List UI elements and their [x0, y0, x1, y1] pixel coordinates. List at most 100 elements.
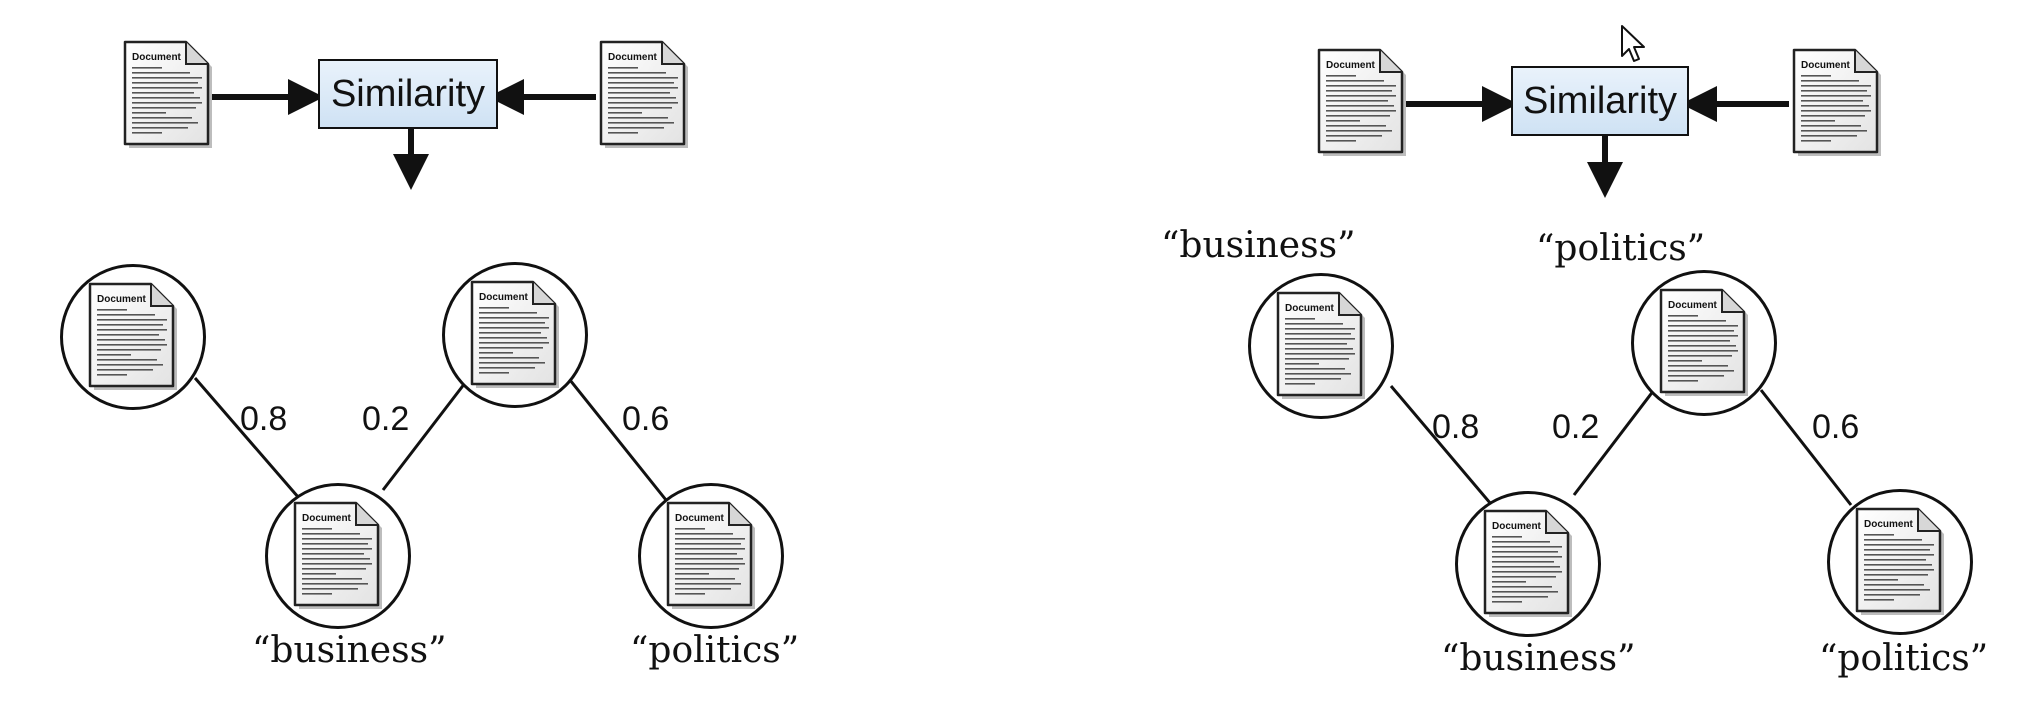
connectors-left — [193, 79, 672, 506]
document-text-line — [1668, 375, 1724, 377]
document-text-line — [1801, 90, 1867, 92]
edge-weight: 0.6 — [622, 400, 670, 438]
document-text-line — [1668, 320, 1726, 322]
document-text-line — [1492, 536, 1522, 538]
predicted-label-politics: “politics” — [1536, 228, 1706, 269]
document-text-line — [302, 548, 372, 550]
document-text-line — [132, 127, 188, 129]
document-text-line — [1668, 370, 1734, 372]
document-text-line — [1492, 551, 1558, 553]
panel-right: Document Document Similarity “business” … — [1011, 0, 2022, 714]
edge-weight: 0.6 — [1812, 408, 1860, 446]
document-text-line — [1668, 355, 1732, 357]
document-text-line — [1864, 549, 1930, 551]
document-text-line — [1668, 380, 1698, 382]
document-text-line — [479, 362, 545, 364]
document-text-line — [1492, 601, 1522, 603]
document-text-line — [1864, 589, 1930, 591]
document-text-line — [1668, 350, 1738, 352]
document-text-line — [479, 327, 549, 329]
document-text-line — [1326, 85, 1396, 87]
document-title: Document — [1864, 519, 1914, 530]
document-text-line — [132, 87, 202, 89]
document-text-line — [302, 563, 372, 565]
document-text-line — [1668, 365, 1728, 367]
document-text-line — [1864, 594, 1920, 596]
document-text-line — [1326, 90, 1392, 92]
document-text-line — [675, 548, 745, 550]
node-label-business: “business” — [252, 630, 447, 671]
document-text-line — [97, 349, 161, 351]
document-text-line — [302, 568, 366, 570]
document-text-line — [302, 538, 372, 540]
document-text-line — [479, 357, 539, 359]
document-text-line — [132, 107, 196, 109]
document-icon: Document — [1275, 291, 1367, 401]
document-text-line — [132, 102, 202, 104]
document-text-line — [1864, 554, 1934, 556]
edge-weight: 0.8 — [240, 400, 288, 438]
document-text-line — [1326, 120, 1360, 122]
document-text-line — [1326, 80, 1384, 82]
graph-node: Document — [442, 262, 588, 408]
document-text-line — [1668, 360, 1702, 362]
document-text-line — [1864, 564, 1932, 566]
document-text-line — [479, 372, 509, 374]
document-text-line — [97, 374, 127, 376]
document-text-line — [1492, 581, 1526, 583]
document-text-line — [1668, 345, 1736, 347]
document-text-line — [479, 307, 509, 309]
document-text-line — [132, 92, 194, 94]
graph-node: Document — [638, 483, 784, 629]
document-text-line — [1864, 539, 1922, 541]
similarity-box: Similarity — [318, 59, 498, 129]
document-text-line — [97, 369, 153, 371]
graph-edge — [193, 377, 307, 506]
document-text-line — [479, 367, 535, 369]
document-text-line — [302, 553, 364, 555]
graph-node: Document — [1248, 273, 1394, 419]
document-text-line — [1668, 340, 1730, 342]
document-text-line — [1326, 125, 1386, 127]
document-text-line — [1801, 120, 1835, 122]
document-text-line — [97, 359, 157, 361]
document-text-line — [1285, 363, 1319, 365]
document-text-line — [675, 568, 739, 570]
document-text-line — [675, 553, 737, 555]
document-icon: Document — [1316, 48, 1408, 158]
document-text-line — [132, 97, 200, 99]
document-title: Document — [1326, 60, 1376, 71]
document-text-line — [675, 573, 709, 575]
graph-edge — [568, 379, 672, 506]
document-text-line — [1492, 591, 1558, 593]
document-text-line — [1326, 140, 1356, 142]
document-text-line — [132, 122, 198, 124]
edge-weight: 0.2 — [362, 400, 410, 438]
document-text-line — [97, 319, 167, 321]
document-icon: Document — [87, 282, 179, 392]
document-icon: Document — [1791, 48, 1883, 158]
graph-node: Document — [1455, 491, 1601, 637]
document-title: Document — [1492, 521, 1542, 532]
document-text-line — [1326, 130, 1392, 132]
document-text-line — [1492, 541, 1550, 543]
node-label-business: “business” — [1441, 638, 1636, 679]
document-text-line — [608, 72, 666, 74]
document-text-line — [1801, 95, 1871, 97]
document-text-line — [1492, 566, 1560, 568]
document-text-line — [1285, 333, 1351, 335]
document-title: Document — [132, 52, 182, 63]
document-text-line — [97, 364, 163, 366]
document-text-line — [1285, 318, 1315, 320]
document-text-line — [1285, 373, 1351, 375]
document-text-line — [1801, 85, 1871, 87]
document-text-line — [608, 97, 676, 99]
document-text-line — [1668, 330, 1734, 332]
document-title: Document — [1285, 303, 1335, 314]
document-text-line — [675, 558, 743, 560]
document-text-line — [1668, 325, 1738, 327]
graph-edge — [381, 382, 467, 491]
document-text-line — [1668, 315, 1698, 317]
document-text-line — [1864, 534, 1894, 536]
